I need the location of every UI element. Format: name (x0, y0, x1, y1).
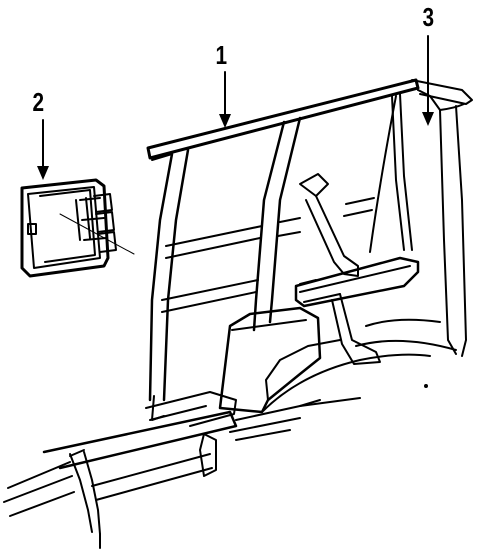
window-belt-moldings (161, 197, 375, 313)
leader-arrow-2 (37, 119, 49, 180)
wheelhouse (218, 306, 431, 414)
leader-arrow-3 (422, 35, 434, 126)
callout-label-2: 2 (32, 87, 45, 117)
b-pillar (252, 116, 302, 332)
roof-rail-part-1 (146, 78, 473, 161)
seat-belt-guide (299, 173, 381, 365)
callout-label-3: 3 (422, 2, 435, 32)
c-pillar (369, 95, 397, 253)
trim-panel-part-2 (20, 178, 135, 278)
callout-label-1: 1 (215, 40, 228, 70)
leader-arrow-1 (219, 71, 231, 128)
a-pillar (148, 148, 190, 421)
seat-back-support (294, 256, 420, 308)
lower-body-lines (229, 384, 428, 441)
rocker-sill (3, 391, 238, 549)
rear-panel-part-3 (355, 89, 467, 357)
